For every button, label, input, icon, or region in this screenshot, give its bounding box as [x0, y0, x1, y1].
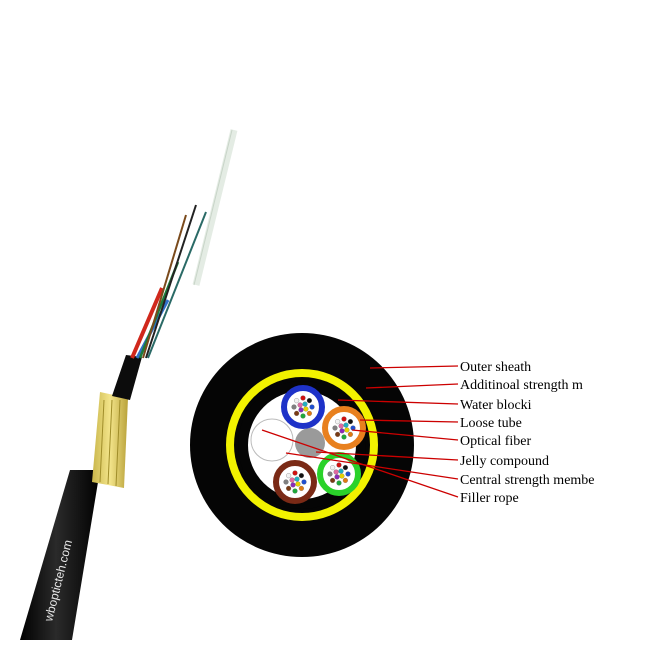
cross-section: [190, 333, 414, 557]
fiber-dot: [345, 471, 351, 477]
fiber-dot: [344, 427, 350, 433]
label-loose-tube: Loose tube: [460, 416, 522, 431]
fiber-dot: [295, 481, 301, 487]
cable-jacket: [20, 470, 100, 640]
leader-filler-rope: [261, 429, 459, 498]
label-additional-strength: Additinoal strength m: [460, 378, 583, 393]
filler-rope: [250, 418, 294, 462]
fiber-dot: [298, 407, 304, 413]
leader-outer-sheath: [369, 365, 459, 369]
fiber-dot: [286, 473, 292, 479]
fiber-dot: [341, 434, 347, 440]
leader-jelly-compound: [315, 451, 459, 461]
fiber-dot: [283, 479, 289, 485]
fiber-dot: [335, 419, 341, 425]
fiber-dot: [333, 469, 339, 475]
fiber-dot: [339, 473, 345, 479]
label-water-blocking: Water blocki: [460, 398, 532, 413]
central-rod: [192, 129, 238, 286]
fiber-dot: [341, 416, 347, 422]
fiber-dot: [298, 485, 304, 491]
loose-tube-blue: [281, 385, 325, 429]
fiber-dot: [294, 410, 300, 416]
fiber-dot: [303, 406, 309, 412]
yellow-strength-ring: [226, 369, 378, 521]
fiber-dot: [327, 471, 333, 477]
label-optical-fiber: Optical fiber: [460, 434, 531, 449]
fiber-dot: [286, 485, 292, 491]
fiber-dot: [300, 395, 306, 401]
fiber-dot: [342, 477, 348, 483]
leader-water-blocking: [337, 399, 459, 405]
leader-loose-tube: [359, 419, 459, 423]
fiber-dot: [292, 470, 298, 476]
fiber-dot: [336, 480, 342, 486]
leader-central-strength: [285, 452, 459, 480]
fiber-dot: [338, 468, 344, 474]
fiber-dot: [347, 419, 353, 425]
fiber-dot: [302, 401, 308, 407]
label-central-strength: Central strength membe: [460, 473, 595, 488]
fiber-dot: [298, 473, 304, 479]
fiber-dot: [332, 425, 338, 431]
loose-tube-orange: [322, 406, 366, 450]
fiber-dot: [301, 479, 307, 485]
fiber-dot: [294, 398, 300, 404]
fiber-red: [130, 287, 164, 359]
stripped-cable: [20, 129, 238, 640]
fiber-dot: [342, 465, 348, 471]
fiber-black: [145, 204, 197, 359]
fiber-teal: [147, 211, 207, 359]
fiber-dot: [291, 404, 297, 410]
fiber-dot: [336, 462, 342, 468]
fiber-dot: [339, 428, 345, 434]
fiber-dot: [343, 422, 349, 428]
fiber-dot: [292, 488, 298, 494]
fiber-dot: [289, 477, 295, 483]
fiber-dot: [309, 404, 315, 410]
loose-tube-green: [317, 452, 361, 496]
fiber-dot: [335, 431, 341, 437]
labels: Outer sheath Additinoal strength m Water…: [460, 360, 595, 506]
fiber-dot: [338, 423, 344, 429]
fiber-dot: [297, 402, 303, 408]
fiber-dot: [334, 474, 340, 480]
optical-fibers: [283, 395, 356, 494]
label-filler-rope: Filler rope: [460, 491, 519, 506]
fiber-dot: [306, 410, 312, 416]
label-outer-sheath: Outer sheath: [460, 360, 531, 375]
loose-tube-brown: [273, 460, 317, 504]
inner-sheath: [112, 355, 142, 400]
fiber-dot: [300, 413, 306, 419]
fiber-dot: [294, 476, 300, 482]
fiber-dot: [306, 398, 312, 404]
fiber-dot: [290, 482, 296, 488]
fiber-dot: [330, 465, 336, 471]
fiber-dot: [330, 477, 336, 483]
leader-lines: [261, 365, 459, 498]
leader-additional-strength: [365, 383, 459, 389]
leader-optical-fiber: [351, 429, 459, 441]
fiber-dot: [347, 431, 353, 437]
central-strength-member: [295, 428, 325, 458]
fiber-brown: [142, 214, 187, 359]
label-jelly-compound: Jelly compound: [460, 454, 549, 469]
